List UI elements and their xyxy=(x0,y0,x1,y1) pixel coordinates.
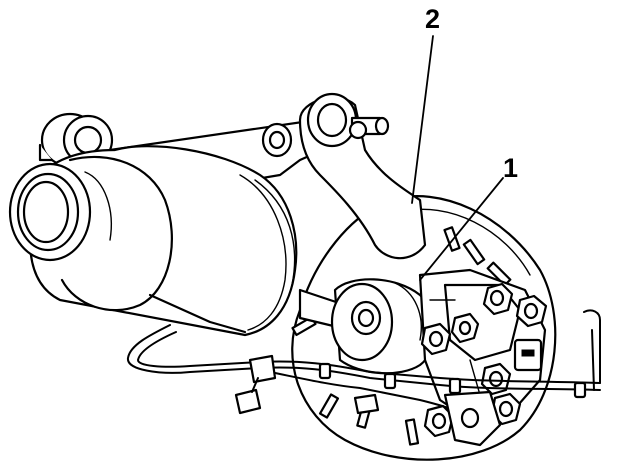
connector-block xyxy=(513,338,543,372)
callout-2: 2 xyxy=(411,4,440,204)
fasteners xyxy=(420,282,548,438)
nut-upper-right xyxy=(482,282,514,316)
nut-lower xyxy=(480,362,512,396)
nut-right xyxy=(515,294,548,328)
harness-clips xyxy=(318,362,587,399)
lower-bracket xyxy=(353,390,502,447)
nut-center xyxy=(450,312,480,344)
nut-middle xyxy=(420,322,452,356)
callout-label-2: 2 xyxy=(425,4,440,34)
harness-connector xyxy=(234,354,277,415)
callout-1: 1 xyxy=(419,153,518,281)
motor-housing xyxy=(298,278,437,375)
actuator-cylinder xyxy=(8,145,298,337)
callout-label-1: 1 xyxy=(503,153,518,183)
